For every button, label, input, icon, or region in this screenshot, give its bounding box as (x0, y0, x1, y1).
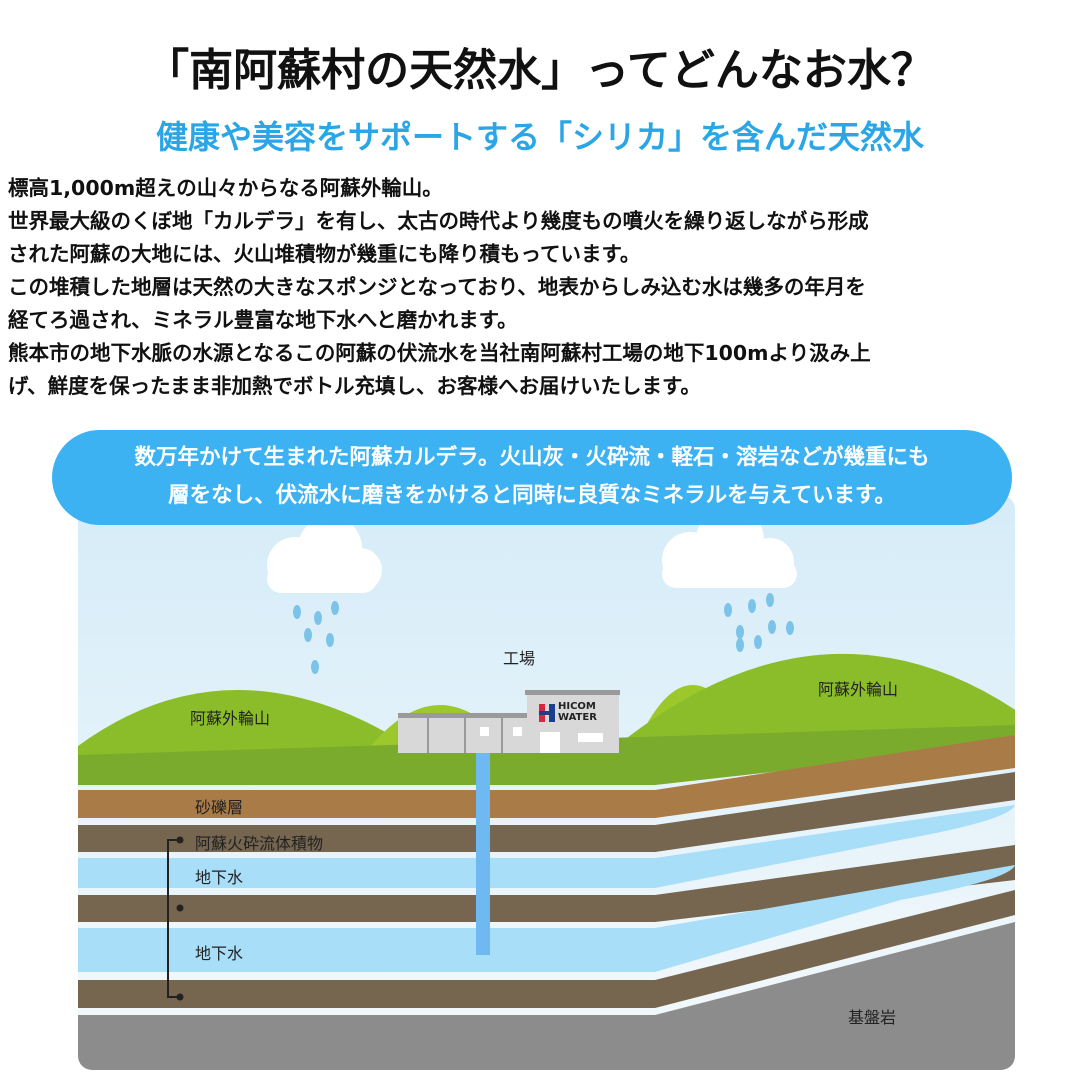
body-line: げ、鮮度を保ったまま非加熱でボトル充填し、お客様へお届けいたします。 (8, 374, 701, 398)
body-line: された阿蘇の大地には、火山堆積物が幾重にも降り積もっています。 (8, 242, 641, 266)
mountain-right-label: 阿蘇外輪山 (818, 680, 899, 699)
body-text: 標高1,000m超えの山々からなる阿蘇外輪山。 世界最大級のくぼ地「カルデラ」を… (8, 172, 1076, 403)
logo-line1: HICOM (558, 701, 596, 712)
bubble-line: 層をなし、伏流水に磨きをかけると同時に良質なミネラルを与えています。 (168, 483, 896, 508)
bedrock (78, 922, 1015, 1070)
layer-gravel (78, 735, 1015, 818)
groundwater-layer (78, 865, 1015, 972)
groundwater2-label: 地下水 (195, 944, 244, 963)
mountain-left (78, 690, 430, 760)
bedrock-label: 基盤岩 (848, 1008, 897, 1027)
pyroclastic-label: 阿蘇火砕流体積物 (195, 834, 324, 853)
body-line: 経てろ過され、ミネラル豊富な地下水へと磨かれます。 (8, 308, 518, 332)
rain-drops-icon (293, 593, 794, 674)
groundwater-layer (78, 805, 1015, 888)
factory (398, 690, 620, 753)
bracket (167, 839, 180, 998)
logo-line2: WATER (558, 712, 597, 723)
groundwater1-label: 地下水 (195, 868, 244, 887)
body-line: 標高1,000m超えの山々からなる阿蘇外輪山。 (8, 176, 443, 200)
gravel-label: 砂礫層 (195, 798, 244, 817)
info-bubble: 数万年かけて生まれた阿蘇カルデラ。火山灰・火砕流・軽石・溶岩などが幾重にも 層を… (52, 430, 1012, 525)
cloud-left (267, 516, 382, 593)
body-line: 熊本市の地下水脈の水源となるこの阿蘇の伏流水を当社南阿蘇村工場の地下100mより… (8, 341, 871, 365)
page-title: 「南阿蘇村の天然水」ってどんなお水？ (145, 45, 935, 96)
body-line: 世界最大級のくぼ地「カルデラ」を有し、太古の時代より幾度もの噴火を繰り返しながら… (8, 209, 869, 233)
factory-label: 工場 (503, 649, 536, 668)
grass (78, 725, 1015, 785)
body-line: この堆積した地層は天然の大きなスポンジとなっており、地表からしみ込む水は幾多の年… (8, 275, 866, 299)
subtitle: 健康や美容をサポートする「シリカ」を含んだ天然水 (155, 118, 924, 156)
bubble-line: 数万年かけて生まれた阿蘇カルデラ。火山灰・火砕流・軽石・溶岩などが幾重にも (134, 445, 930, 470)
mountain-left-label: 阿蘇外輪山 (190, 709, 271, 728)
well-pipe (476, 752, 490, 955)
